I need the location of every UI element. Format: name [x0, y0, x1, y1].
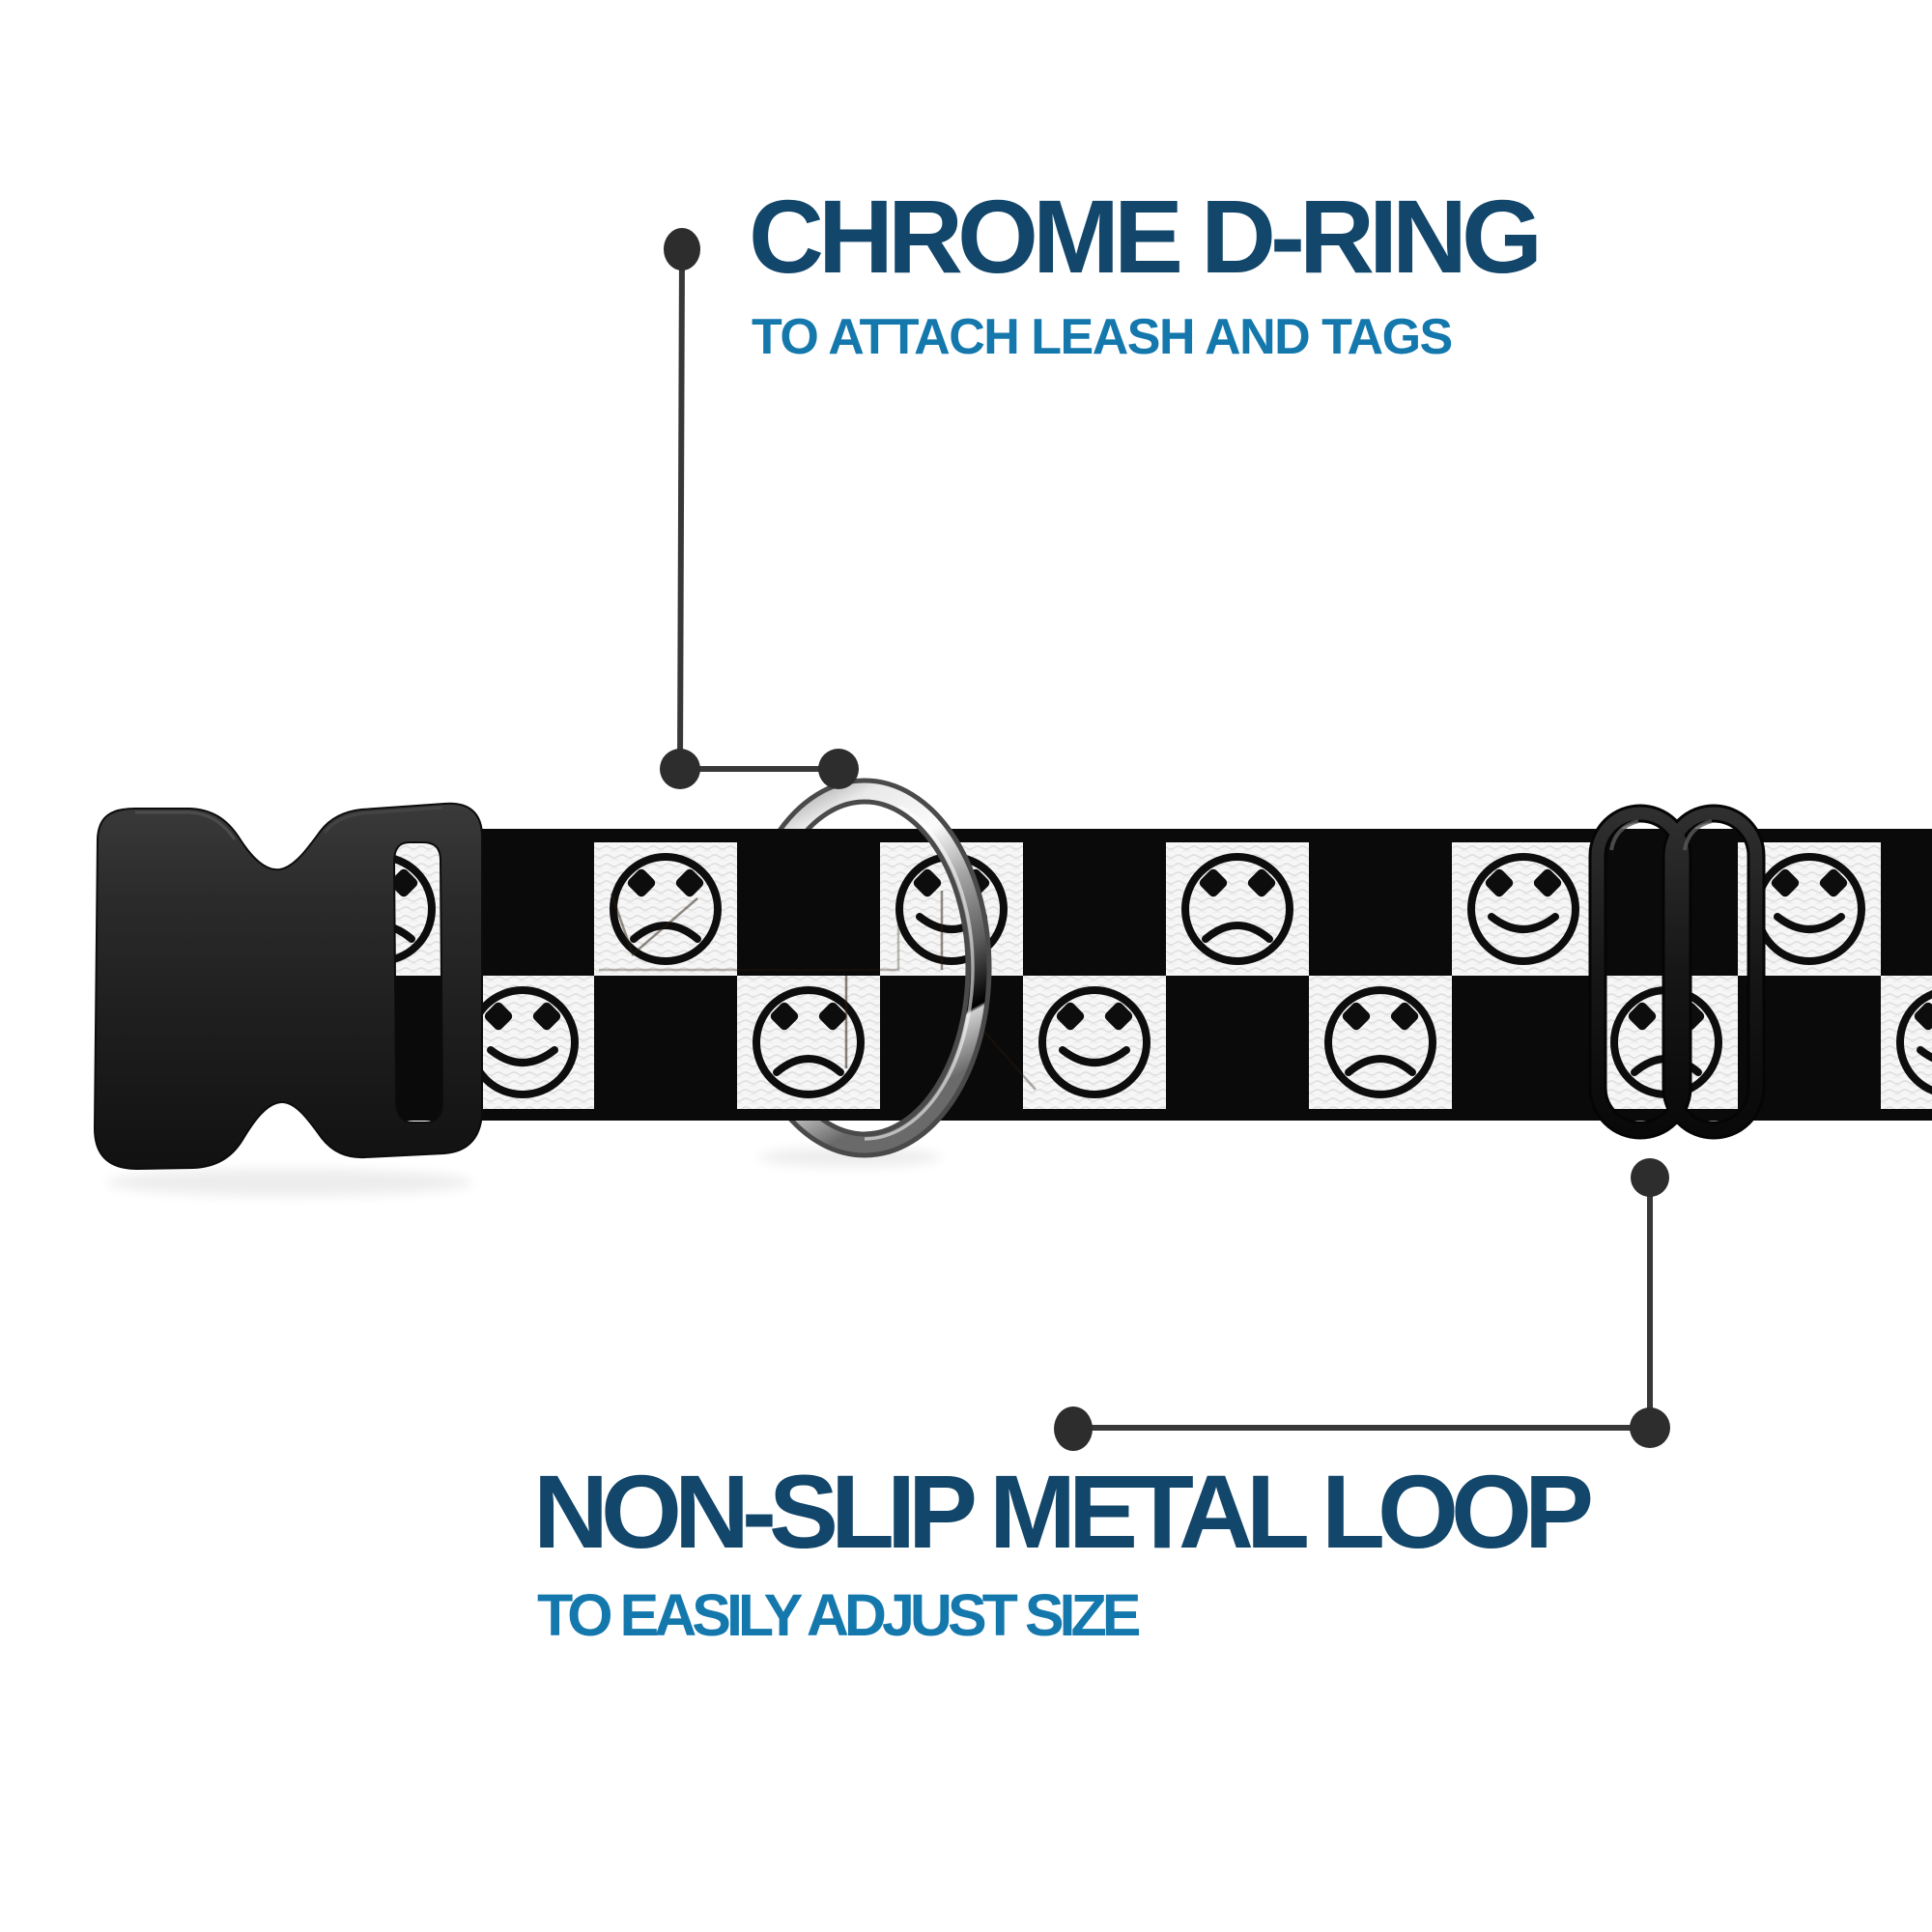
face-smiley	[1467, 853, 1579, 965]
non-slip-metal-loop	[1588, 804, 1766, 1140]
webbing-cell-sad	[594, 842, 737, 976]
face-smiley	[1896, 989, 1932, 1095]
top-callout-title: CHROME D-RING	[749, 178, 1543, 295]
face-sad	[1324, 986, 1436, 1098]
webbing-cell-smiley	[1881, 976, 1932, 1109]
bottom-callout-line	[1054, 1158, 1670, 1451]
webbing-cell-sad	[1166, 842, 1309, 976]
webbing-cell-sad	[1309, 976, 1452, 1109]
webbing-cell-smiley	[1452, 842, 1595, 976]
bottom-callout-title: NON-SLIP METAL LOOP	[533, 1453, 1594, 1570]
face-sad	[1181, 853, 1293, 965]
buckle-shadow	[106, 1169, 473, 1196]
face-smiley	[1038, 986, 1151, 1098]
top-callout-subtitle: TO ATTACH LEASH AND TAGS	[752, 309, 1453, 365]
print-artifact-lines	[599, 891, 1037, 1091]
face-sad	[610, 853, 722, 965]
webbing-cell-sad	[737, 976, 880, 1109]
bottom-callout-subtitle: TO EASILY ADJUST SIZE	[537, 1582, 1141, 1648]
ring-shadow	[758, 1148, 942, 1167]
top-callout-line	[660, 228, 859, 789]
chrome-d-ring	[865, 807, 992, 1154]
face-sad	[753, 986, 865, 1098]
plastic-buckle	[93, 802, 483, 1171]
webbing-cell-smiley	[1023, 976, 1166, 1109]
